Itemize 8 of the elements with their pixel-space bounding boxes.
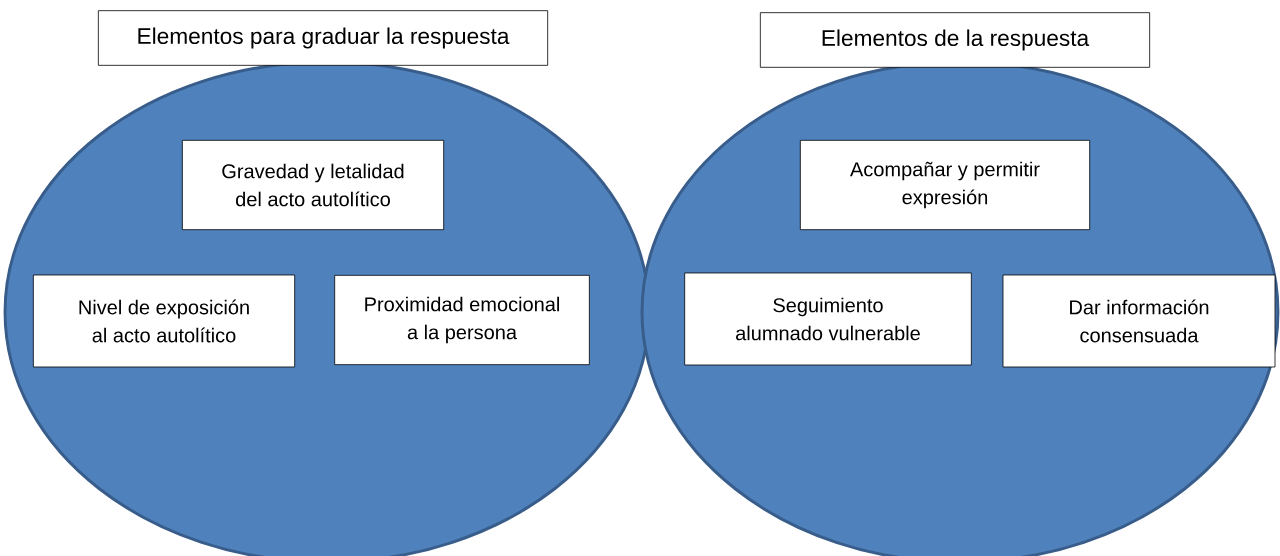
text-box: Proximidad emocional a la persona xyxy=(334,274,590,366)
text-box: Gravedad y letalidad del acto autolítico xyxy=(181,139,445,231)
text-box: Dar información consensuada xyxy=(1002,274,1276,368)
text-box: Acompañar y permitir expresión xyxy=(799,139,1091,231)
text-box: Seguimiento alumnado vulnerable xyxy=(684,272,972,366)
heading-box: Elementos para graduar la respuesta xyxy=(97,10,549,66)
heading-box: Elementos de la respuesta xyxy=(759,12,1151,68)
text-box: Nivel de exposición al acto autolítico xyxy=(32,274,296,368)
